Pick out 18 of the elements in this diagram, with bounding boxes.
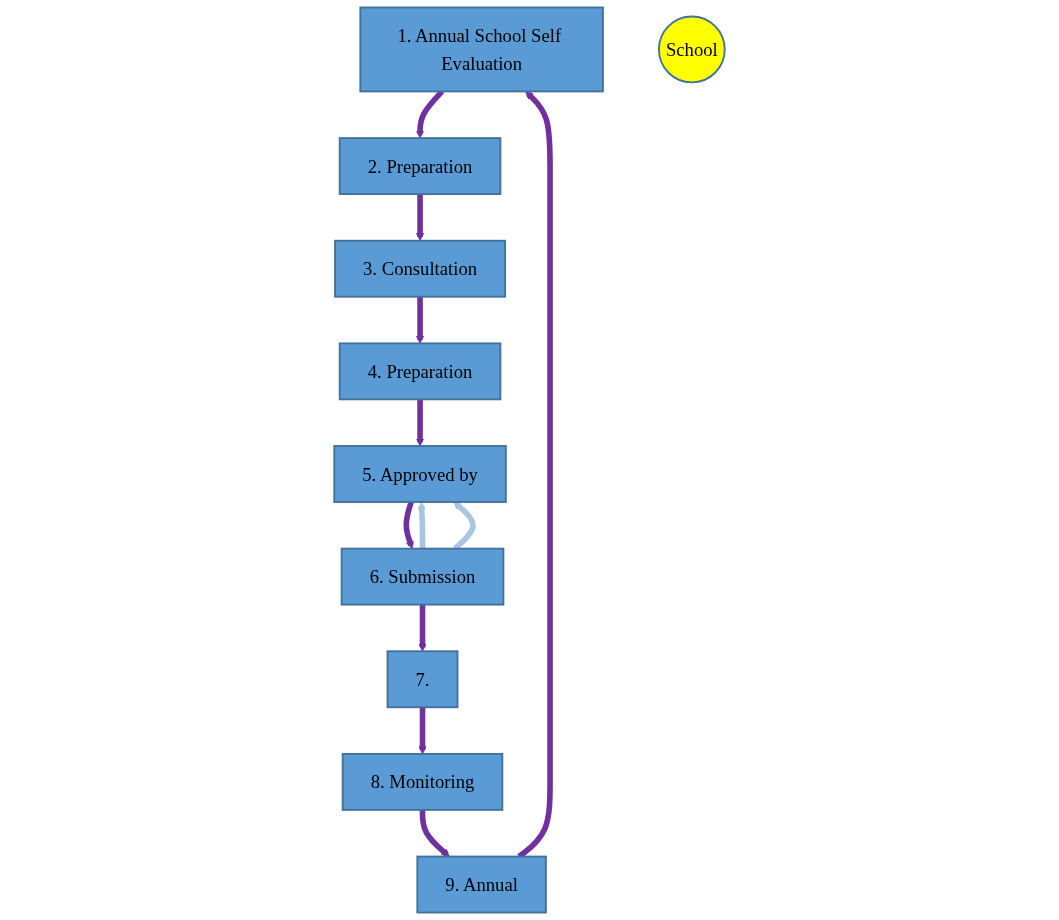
node-box: 5. Approved by [333,445,507,503]
node-box: 8. Monitoring [341,752,504,811]
arrow [415,296,425,344]
arrow [403,501,414,549]
arrow [415,194,425,242]
arrow [417,501,426,549]
arrow [415,399,425,447]
node-circle: School [657,15,726,84]
node-box: 4. Preparation [338,342,502,401]
arrow [419,809,450,857]
node-box: 2. Preparation [338,137,502,195]
node-box: 6. Submission [340,547,505,606]
arrow [418,707,427,755]
arrow [418,604,427,652]
node-box: 7. [386,650,459,709]
node-box: 3. Consultation [334,239,506,298]
node-box: 1. Annual School Self Evaluation [359,6,604,93]
node-box: 9. Annual [416,855,547,914]
